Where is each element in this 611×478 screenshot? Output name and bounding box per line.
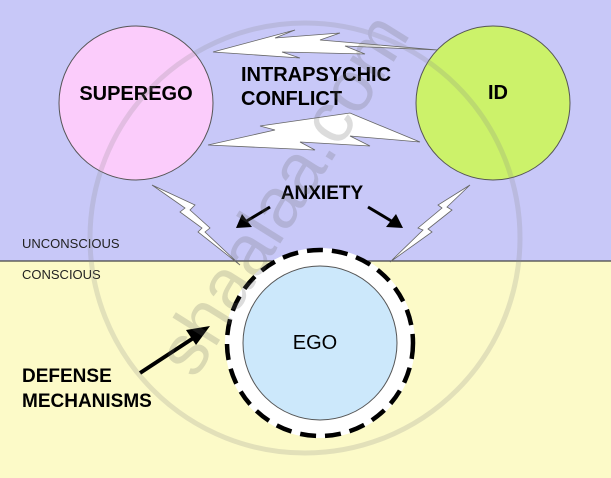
anxiety-label: ANXIETY <box>281 183 364 204</box>
superego-circle <box>58 25 214 181</box>
conflict-label-line1: INTRAPSYCHIC <box>241 64 391 86</box>
lightning-bolt-superego-ego <box>151 184 241 266</box>
ego-circle <box>242 265 398 421</box>
defense-label-line1: DEFENSE <box>22 366 112 387</box>
anxiety-arrow-left <box>236 205 271 228</box>
defense-boundary-dashed <box>224 247 416 439</box>
unconscious-label: UNCONSCIOUS <box>22 236 120 251</box>
lightning-bolt-bottom <box>207 112 421 151</box>
defense-label-line2: MECHANISMS <box>22 391 152 412</box>
ego-label: EGO <box>293 332 337 354</box>
anxiety-arrow-right <box>367 205 403 228</box>
id-circle <box>415 25 571 181</box>
conscious-label: CONSCIOUS <box>22 267 101 282</box>
lightning-bolt-id-ego <box>389 184 471 263</box>
id-label: ID <box>488 82 508 104</box>
defense-arrow <box>138 326 210 375</box>
conflict-label-line2: CONFLICT <box>241 88 342 110</box>
superego-label: SUPEREGO <box>79 83 192 105</box>
